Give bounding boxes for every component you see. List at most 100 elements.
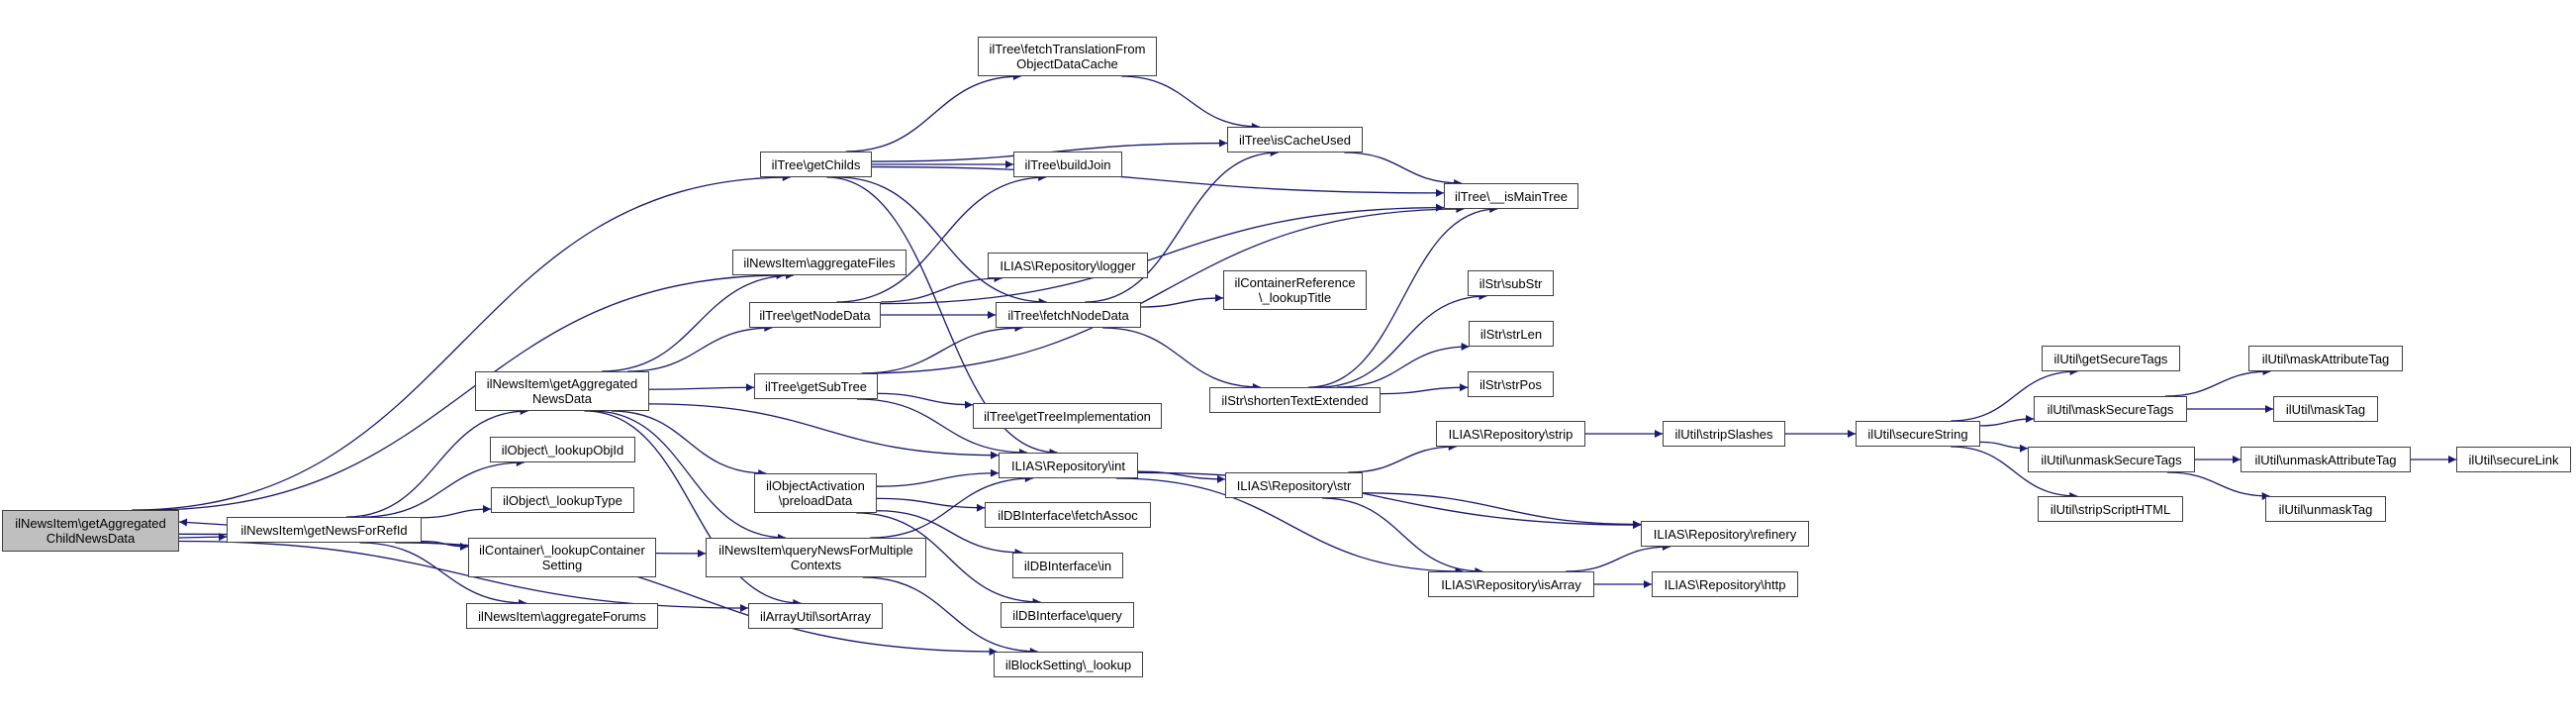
edge-b-to-a: [178, 518, 228, 527]
node-ilstr-shortentextextended[interactable]: ilStr\shortenTextExtended: [1209, 387, 1381, 413]
node-iltree-fetchtranslationfrom-objectdatacache[interactable]: ilTree\fetchTranslationFrom ObjectDataCa…: [978, 37, 1157, 76]
edge-a-to-e: [132, 173, 791, 511]
node-ilnewsitem-getnewsforrefid[interactable]: ilNewsItem\getNewsForRefId: [227, 517, 422, 543]
edge-r-to-aa: [1140, 293, 1224, 308]
node-ilstr-substr[interactable]: ilStr\subStr: [1468, 270, 1554, 296]
node-ilnewsitem-aggregatefiles[interactable]: ilNewsItem\aggregateFiles: [732, 250, 906, 275]
node-ilutil-unmaskattributetag[interactable]: ilUtil\unmaskAttributeTag: [2241, 447, 2411, 472]
edge-c-to-d: [601, 271, 795, 372]
edge-ac-to-ag: [1348, 443, 1457, 473]
edge-m-to-x: [862, 576, 1038, 656]
edge-g-to-r: [861, 324, 1023, 374]
node-ilutil-stripslashes[interactable]: ilUtil\stripSlashes: [1663, 421, 1785, 447]
node-ilias-repository-logger[interactable]: ILIAS\Repository\logger: [988, 253, 1148, 278]
node-ilias-repository-int[interactable]: ILIAS\Repository\int: [999, 453, 1138, 478]
node-ildbinterface-in[interactable]: ilDBInterface\in: [1012, 553, 1123, 578]
edge-f-to-q: [880, 274, 1002, 303]
node-ilarrayutil-sortarray[interactable]: ilArrayUtil\sortArray: [748, 603, 883, 629]
edge-g-to-z: [863, 205, 1465, 374]
edge-r-to-y: [1085, 149, 1279, 303]
node-iltree-ismaintree[interactable]: ilTree\__isMainTree: [1444, 183, 1578, 209]
node-ilutil-securestring[interactable]: ilUtil\secureString: [1856, 421, 1980, 447]
edge-a-to-b: [178, 533, 228, 542]
node-ilstr-strpos[interactable]: ilStr\strPos: [1468, 371, 1554, 397]
edge-t-to-ac: [1137, 470, 1226, 483]
edge-al-to-ap: [1951, 446, 2078, 500]
node-ilnewsitem-getaggregated-newsdata[interactable]: ilNewsItem\getAggregated NewsData: [475, 371, 649, 411]
node-ilutil-stripscripthtml[interactable]: ilUtil\stripScriptHTML: [2038, 496, 2183, 522]
edge-c-to-n: [584, 410, 802, 607]
edge-e-to-o: [845, 72, 1021, 153]
edge-a-to-d: [146, 271, 785, 511]
edge-ab-to-ad: [1318, 292, 1487, 388]
edge-c-to-m: [592, 410, 786, 542]
edge-l-to-u: [876, 497, 986, 512]
node-ilnewsitem-aggregateforums[interactable]: ilNewsItem\aggregateForums: [466, 603, 658, 629]
node-ilutil-maskattributetag[interactable]: ilUtil\maskAttributeTag: [2248, 346, 2403, 371]
edge-ab-to-af: [1380, 383, 1469, 395]
edge-l-to-w: [856, 512, 1041, 606]
edge-b-to-k: [359, 542, 527, 607]
edge-al-to-am: [1951, 367, 2078, 422]
edge-o-to-y: [1121, 75, 1260, 131]
node-ilias-repository-strip[interactable]: ILIAS\Repository\strip: [1436, 421, 1585, 447]
node-ilutil-securelink[interactable]: ilUtil\secureLink: [2456, 447, 2571, 472]
edge-al-to-ao: [1979, 441, 2029, 453]
edge-t-to-aj: [1115, 477, 1464, 575]
edge-g-to-t: [856, 398, 1028, 457]
edge-an-to-aq: [2164, 367, 2271, 397]
edge-ab-to-z: [1308, 205, 1498, 388]
edge-y-to-z: [1344, 152, 1463, 187]
node-iltree-getnodedata[interactable]: ilTree\getNodeData: [749, 302, 881, 328]
edge-aj-to-ai: [1566, 543, 1670, 572]
node-ilnewsitem-querynewsformultiple-contexts[interactable]: ilNewsItem\queryNewsForMultiple Contexts: [706, 538, 926, 577]
edge-c-to-t: [648, 403, 1000, 460]
node-iltree-buildjoin[interactable]: ilTree\buildJoin: [1013, 152, 1122, 177]
node-ilobject-lookuptype[interactable]: ilObject\_lookupType: [491, 487, 634, 513]
node-ilobjectactivation-preloaddata[interactable]: ilObjectActivation \preloadData: [754, 473, 877, 513]
edge-b-to-h: [362, 459, 525, 518]
node-ilobject-lookupobjid[interactable]: ilObject\_lookupObjId: [490, 437, 635, 462]
edge-l-to-t: [876, 468, 1000, 487]
node-ilblocksetting-lookup[interactable]: ilBlockSetting\_lookup: [994, 652, 1143, 677]
edge-g-to-s: [877, 392, 974, 409]
edge-ac-to-aj: [1322, 497, 1483, 575]
edge-b-to-c: [345, 407, 528, 518]
edge-ab-to-ae: [1336, 343, 1470, 388]
node-iltree-gettreeimplementation[interactable]: ilTree\getTreeImplementation: [973, 403, 1162, 429]
node-ilias-repository-refinery[interactable]: ILIAS\Repository\refinery: [1641, 521, 1809, 547]
edge-l-to-v: [876, 510, 1023, 557]
edge-c-to-f: [627, 324, 773, 372]
node-ilutil-masksecuretags[interactable]: ilUtil\maskSecureTags: [2034, 396, 2187, 422]
node-ilutil-unmasktag[interactable]: ilUtil\unmaskTag: [2265, 496, 2386, 522]
node-ilcontainerreference-lookuptitle[interactable]: ilContainerReference \_lookupTitle: [1223, 270, 1367, 310]
edge-e-to-z: [871, 165, 1445, 197]
edge-ao-to-at: [2166, 471, 2270, 500]
edge-b-to-i: [421, 505, 492, 519]
edge-t-to-ai: [1137, 471, 1642, 530]
edge-m-to-t: [870, 474, 1033, 539]
edge-a-to-n: [178, 540, 749, 613]
node-iltree-iscacheused[interactable]: ilTree\isCacheUsed: [1227, 127, 1363, 153]
edge-c-to-g: [648, 383, 755, 392]
edge-ac-to-ai: [1362, 492, 1642, 529]
node-iltree-getchilds[interactable]: ilTree\getChilds: [760, 152, 872, 177]
node-ilutil-getsecuretags[interactable]: ilUtil\getSecureTags: [2042, 346, 2180, 371]
node-ildbinterface-fetchassoc[interactable]: ilDBInterface\fetchAssoc: [985, 502, 1151, 528]
node-ilias-repository-http[interactable]: ILIAS\Repository\http: [1652, 571, 1798, 597]
edge-c-to-l: [611, 410, 767, 477]
node-ilias-repository-isarray[interactable]: ILIAS\Repository\isArray: [1428, 571, 1594, 597]
node-ilutil-masktag[interactable]: ilUtil\maskTag: [2273, 396, 2378, 422]
node-ilcontainer-lookupcontainer-setting[interactable]: ilContainer\_lookupContainer Setting: [468, 538, 656, 577]
node-ilias-repository-str[interactable]: ILIAS\Repository\str: [1225, 472, 1363, 498]
node-ilnewsitem-getaggregated-childnewsdata[interactable]: ilNewsItem\getAggregated ChildNewsData: [2, 510, 179, 552]
node-ilstr-strlen[interactable]: ilStr\strLen: [1469, 321, 1554, 347]
edge-r-to-ab: [1102, 327, 1261, 391]
edge-f-to-p: [836, 173, 1047, 303]
node-iltree-fetchnodedata[interactable]: ilTree\fetchNodeData: [996, 302, 1141, 328]
node-ildbinterface-query[interactable]: ilDBInterface\query: [1001, 602, 1134, 628]
node-ilutil-unmasksecuretags[interactable]: ilUtil\unmaskSecureTags: [2028, 447, 2195, 472]
node-iltree-getsubtree[interactable]: ilTree\getSubTree: [754, 373, 878, 399]
